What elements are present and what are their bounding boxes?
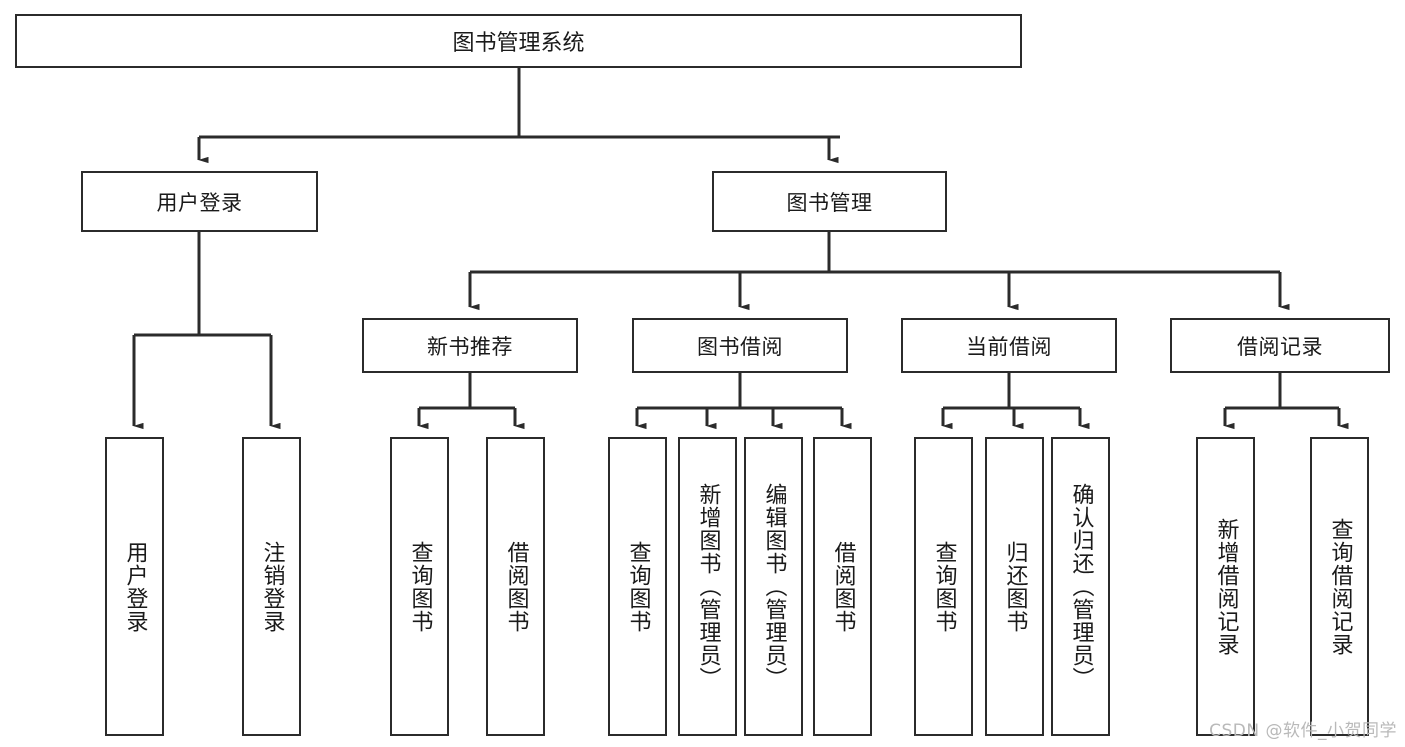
node-leaf-user-login[interactable]: 用户登录 xyxy=(105,437,164,736)
node-leaf-query-book-3[interactable]: 查询图书 xyxy=(914,437,973,736)
node-borrow-record[interactable]: 借阅记录 xyxy=(1170,318,1390,373)
leaf-label: 借阅图书 xyxy=(830,540,856,633)
node-book-manage[interactable]: 图书管理 xyxy=(712,171,947,232)
node-current-borrow[interactable]: 当前借阅 xyxy=(901,318,1117,373)
node-leaf-add-book[interactable]: 新增图书（管理员） xyxy=(678,437,737,736)
node-leaf-borrow-book-1[interactable]: 借阅图书 xyxy=(486,437,545,736)
node-leaf-query-book-1[interactable]: 查询图书 xyxy=(390,437,449,736)
node-root[interactable]: 图书管理系统 xyxy=(15,14,1022,68)
leaf-label: 查询图书 xyxy=(407,540,433,633)
node-user-login[interactable]: 用户登录 xyxy=(81,171,318,232)
leaf-label: 用户登录 xyxy=(122,540,148,633)
node-leaf-logout[interactable]: 注销登录 xyxy=(242,437,301,736)
leaf-label: 新增图书（管理员） xyxy=(695,483,721,690)
leaf-label: 借阅图书 xyxy=(503,540,529,633)
leaf-label: 编辑图书（管理员） xyxy=(761,483,787,690)
node-leaf-borrow-book-2[interactable]: 借阅图书 xyxy=(813,437,872,736)
node-book-borrow[interactable]: 图书借阅 xyxy=(632,318,848,373)
node-leaf-query-book-2[interactable]: 查询图书 xyxy=(608,437,667,736)
leaf-label: 查询图书 xyxy=(625,540,651,633)
node-leaf-add-record[interactable]: 新增借阅记录 xyxy=(1196,437,1255,736)
node-leaf-query-record[interactable]: 查询借阅记录 xyxy=(1310,437,1369,736)
leaf-label: 归还图书 xyxy=(1002,540,1028,633)
node-leaf-return-book[interactable]: 归还图书 xyxy=(985,437,1044,736)
leaf-label: 确认归还（管理员） xyxy=(1068,483,1094,690)
leaf-label: 查询图书 xyxy=(931,540,957,633)
leaf-label: 查询借阅记录 xyxy=(1327,517,1353,656)
node-leaf-edit-book[interactable]: 编辑图书（管理员） xyxy=(744,437,803,736)
node-new-book-rec[interactable]: 新书推荐 xyxy=(362,318,578,373)
leaf-label: 新增借阅记录 xyxy=(1213,517,1239,656)
watermark: CSDN @软件_小贺同学 xyxy=(1209,721,1397,741)
node-leaf-confirm-return[interactable]: 确认归还（管理员） xyxy=(1051,437,1110,736)
leaf-label: 注销登录 xyxy=(259,540,285,633)
